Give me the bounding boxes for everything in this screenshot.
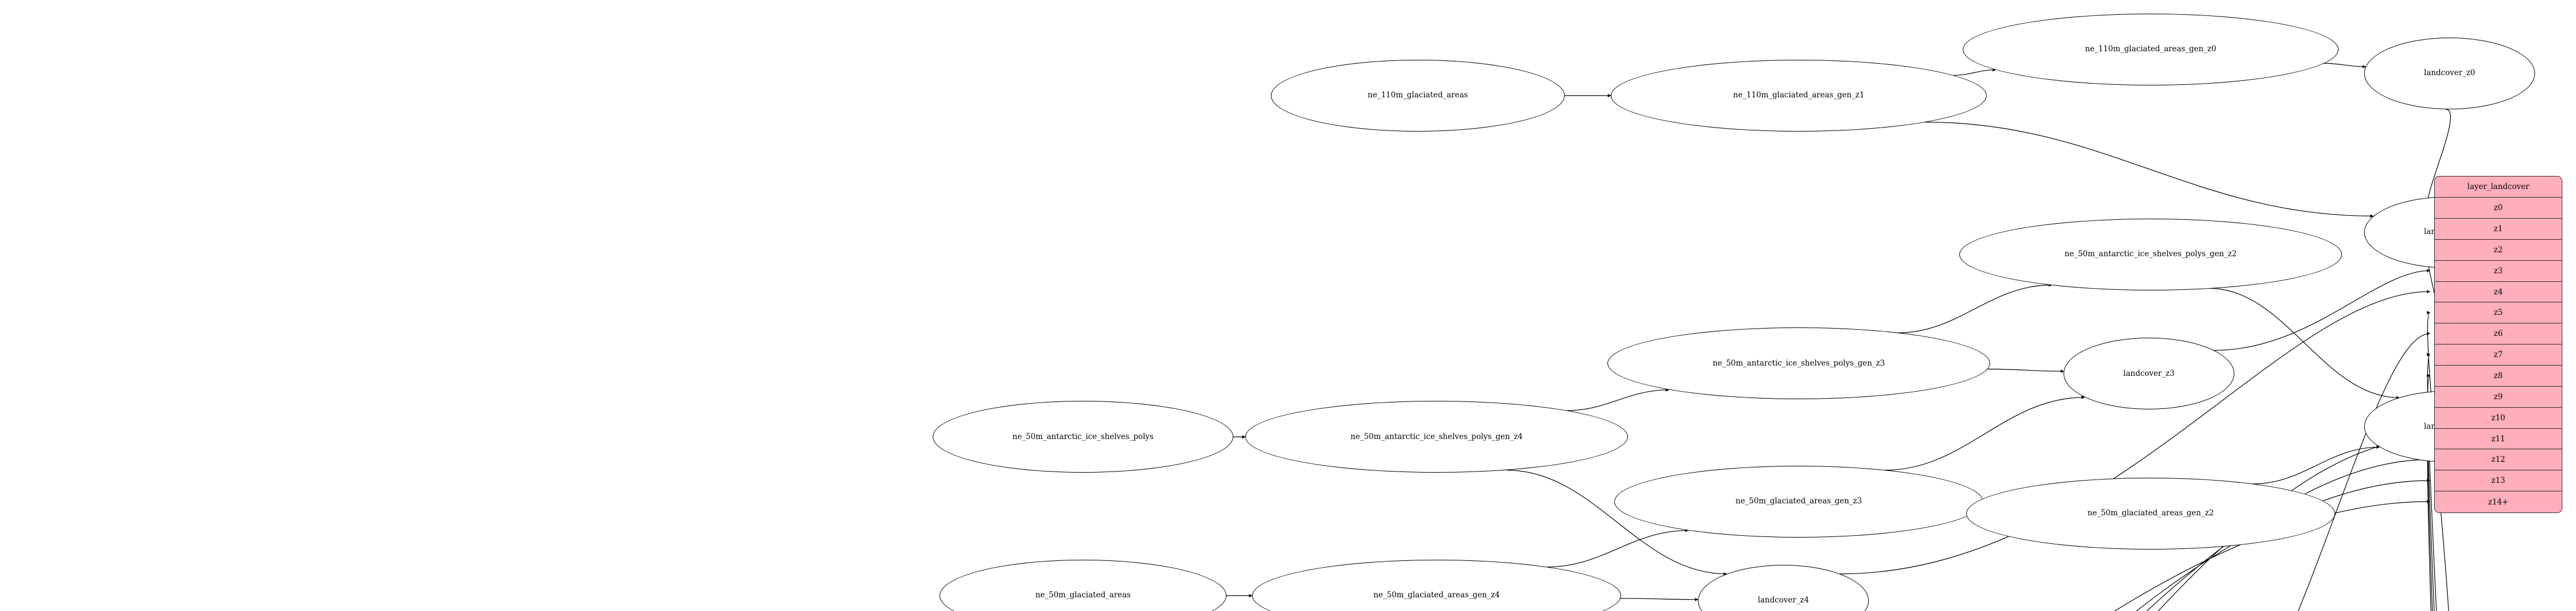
node-label: ne_50m_antarctic_ice_shelves_polys_gen_z…	[1712, 358, 1885, 368]
edge-ne_50m_glaciated_areas_gen_z4-to-ne_50m_glaciated_areas_gen_z3	[1547, 525, 1689, 567]
node-ne_50m_glaciated_areas[interactable]: ne_50m_glaciated_areas	[940, 560, 1227, 611]
node-ne_110m_glaciated_areas[interactable]: ne_110m_glaciated_areas	[1271, 59, 1565, 132]
edge-ne_50m_antarctic_ice_shelves_polys_gen_z3-to-ne_50m_antarctic_ice_shelves_polys_gen_z2	[1898, 280, 2053, 333]
node-ne_50m_antarctic_ice_shelves_polys_gen_z2[interactable]: ne_50m_antarctic_ice_shelves_polys_gen_z…	[1959, 218, 2342, 290]
edge-ne_110m_glaciated_areas_gen_z1-to-ne_110m_glaciated_areas_gen_z0	[1954, 64, 1997, 76]
node-ne_110m_glaciated_areas_gen_z1[interactable]: ne_110m_glaciated_areas_gen_z1	[1611, 59, 1987, 132]
record-row-z7[interactable]: z7	[2435, 345, 2562, 366]
node-label: ne_110m_glaciated_areas_gen_z0	[2085, 44, 2217, 54]
record-row-z0[interactable]: z0	[2435, 198, 2562, 219]
record-row-z4[interactable]: z4	[2435, 281, 2562, 303]
record-row-z14plus[interactable]: z14+	[2435, 491, 2562, 513]
node-landcover_z4[interactable]: landcover_z4	[1698, 565, 1869, 611]
node-ne_50m_antarctic_ice_shelves_polys_gen_z3[interactable]: ne_50m_antarctic_ice_shelves_polys_gen_z…	[1607, 327, 1990, 400]
record-header: layer_landcover	[2435, 176, 2562, 198]
edge-ne_50m_glaciated_areas_gen_z4-to-landcover_z4	[1621, 594, 1699, 605]
record-row-z6[interactable]: z6	[2435, 323, 2562, 345]
node-label: ne_50m_glaciated_areas_gen_z3	[1736, 497, 1862, 506]
record-row-z13[interactable]: z13	[2435, 470, 2562, 492]
node-label: landcover_z4	[1758, 596, 1809, 605]
node-ne_50m_antarctic_ice_shelves_polys_gen_z4[interactable]: ne_50m_antarctic_ice_shelves_polys_gen_z…	[1245, 401, 1628, 473]
node-label: ne_50m_antarctic_ice_shelves_polys_gen_z…	[1350, 432, 1523, 441]
node-label: ne_50m_antarctic_ice_shelves_polys_gen_z…	[2064, 249, 2237, 259]
node-label: ne_110m_glaciated_areas_gen_z1	[1733, 91, 1865, 100]
node-ne_50m_glaciated_areas_gen_z2[interactable]: ne_50m_glaciated_areas_gen_z2	[1966, 478, 2335, 550]
record-row-z1[interactable]: z1	[2435, 219, 2562, 240]
edge-ne_110m_glaciated_areas_gen_z1-to-landcover_z1	[1925, 122, 2374, 222]
node-label: landcover_z3	[2123, 368, 2175, 378]
node-label: ne_50m_antarctic_ice_shelves_polys	[1012, 432, 1154, 441]
edge-ne_50m_antarctic_ice_shelves_polys_gen_z4-to-ne_50m_antarctic_ice_shelves_polys_gen_z3	[1566, 384, 1670, 411]
node-label: ne_50m_glaciated_areas	[1035, 591, 1131, 600]
node-ne_110m_glaciated_areas_gen_z0[interactable]: ne_110m_glaciated_areas_gen_z0	[1963, 13, 2339, 85]
record-row-z11[interactable]: z11	[2435, 428, 2562, 450]
record-row-z8[interactable]: z8	[2435, 366, 2562, 387]
record-row-z3[interactable]: z3	[2435, 260, 2562, 282]
node-label: landcover_z0	[2424, 68, 2475, 78]
node-ne_50m_glaciated_areas_gen_z4[interactable]: ne_50m_glaciated_areas_gen_z4	[1252, 560, 1621, 611]
node-label: ne_50m_glaciated_areas_gen_z4	[1373, 591, 1500, 600]
node-label: ne_50m_glaciated_areas_gen_z2	[2087, 509, 2214, 518]
record-row-z2[interactable]: z2	[2435, 239, 2562, 261]
node-landcover_z0[interactable]: landcover_z0	[2364, 37, 2535, 109]
edge-ne_110m_glaciated_areas_gen_z0-to-landcover_z0	[2324, 61, 2367, 72]
record-row-z9[interactable]: z9	[2435, 386, 2562, 408]
record-row-z5[interactable]: z5	[2435, 302, 2562, 324]
node-ne_50m_glaciated_areas_gen_z3[interactable]: ne_50m_glaciated_areas_gen_z3	[1614, 466, 1983, 538]
record-row-z10[interactable]: z10	[2435, 407, 2562, 429]
node-landcover_z3[interactable]: landcover_z3	[2064, 338, 2234, 410]
node-ne_50m_antarctic_ice_shelves_polys[interactable]: ne_50m_antarctic_ice_shelves_polys	[933, 401, 1233, 473]
edge-ne_50m_glaciated_areas_gen_z2-to-landcover_z2	[2253, 442, 2381, 484]
edge-ne_50m_antarctic_ice_shelves_polys_gen_z3-to-landcover_z3	[1988, 366, 2065, 377]
edge-ne_50m_glaciated_areas_gen_z3-to-landcover_z3	[1885, 392, 2086, 470]
edge-ne_50m_antarctic_ice_shelves_polys_gen_z2-to-landcover_z2	[2210, 288, 2401, 403]
record-row-z12[interactable]: z12	[2435, 449, 2562, 471]
node-label: ne_110m_glaciated_areas	[1368, 91, 1468, 100]
